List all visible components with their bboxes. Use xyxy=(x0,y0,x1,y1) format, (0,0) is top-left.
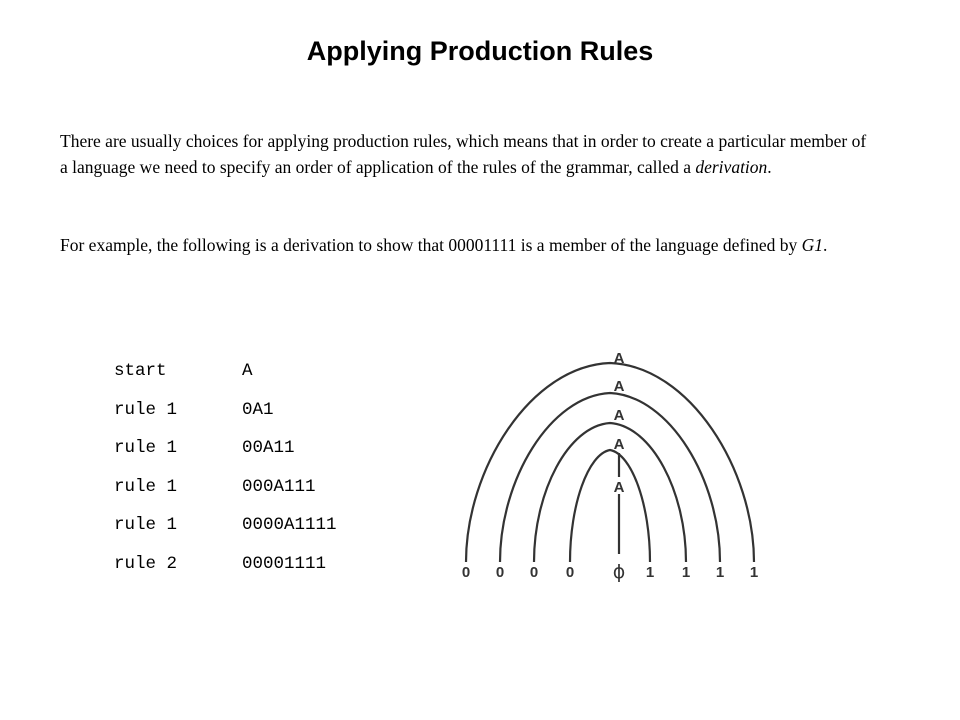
tree-node: A xyxy=(614,378,625,395)
tree-node: A xyxy=(614,436,625,453)
tree-leaf: 1 xyxy=(682,564,690,581)
derivation-string: 000A111 xyxy=(242,476,316,497)
derivation-term: derivation xyxy=(695,157,768,177)
example-paragraph: For example, the following is a derivati… xyxy=(60,232,870,258)
derivation-string: 0A1 xyxy=(242,399,274,420)
derivation-tree-diagram: A A A A A 0 0 0 0 ϕ 1 1 1 1 xyxy=(462,350,758,583)
derivation-step: rule 2 xyxy=(114,553,178,574)
example-text: For example, the following is a derivati… xyxy=(60,235,802,255)
derivation-string: 00001111 xyxy=(242,553,327,574)
tree-arc-3 xyxy=(532,421,688,563)
derivation-step: rule 1 xyxy=(114,515,178,535)
derivation-string: A xyxy=(242,361,253,381)
tree-arc-2 xyxy=(498,391,722,563)
tree-leaf: 0 xyxy=(496,564,504,581)
slide-title: Applying Production Rules xyxy=(306,36,654,66)
tree-leaf: 1 xyxy=(750,564,758,581)
tree-leaf: 1 xyxy=(646,564,654,581)
derivation-row: rule 2 00001111 xyxy=(114,551,337,590)
intro-end: . xyxy=(767,157,772,177)
intro-paragraph: There are usually choices for applying p… xyxy=(60,128,870,180)
derivation-row: start A xyxy=(114,358,337,397)
derivation-row: rule 1 000A111 xyxy=(114,474,337,513)
tree-leaf: 1 xyxy=(716,564,724,581)
derivation-step: rule 1 xyxy=(114,438,178,458)
tree-leaf: 0 xyxy=(462,564,470,581)
derivation-step: rule 1 xyxy=(114,476,178,497)
tree-node: A xyxy=(614,407,625,424)
derivation-string: 00A11 xyxy=(242,438,295,458)
tree-arc-outer xyxy=(464,361,756,563)
tree-arc-inner xyxy=(568,448,652,563)
derivation-string: 0000A1111 xyxy=(242,515,337,535)
derivation-step: start xyxy=(114,361,167,381)
derivation-table: start A rule 1 0A1 rule 1 00A11 rule 1 000A1… xyxy=(114,358,337,589)
derivation-row: rule 1 0A1 xyxy=(114,397,337,436)
tree-leaf: 0 xyxy=(566,564,574,581)
derivation-row: rule 1 00A11 xyxy=(114,435,337,474)
derivation-step: rule 1 xyxy=(114,399,178,420)
tree-leaf: 0 xyxy=(530,564,538,581)
derivation-row: rule 1 0000A1111 xyxy=(114,512,337,551)
tree-node: A xyxy=(614,479,625,496)
tree-leaf-epsilon: ϕ xyxy=(613,561,626,583)
grammar-name: G1 xyxy=(801,235,824,255)
example-end: . xyxy=(823,235,828,255)
tree-node: A xyxy=(614,350,625,367)
intro-text: There are usually choices for applying p… xyxy=(60,131,867,177)
